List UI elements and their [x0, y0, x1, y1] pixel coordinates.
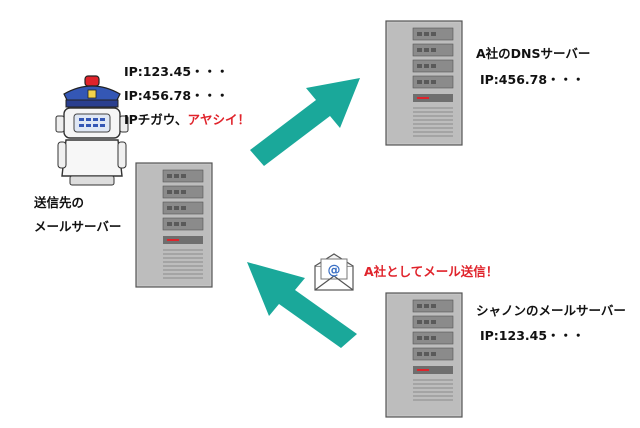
dest-server-icon [135, 162, 213, 288]
robot-ip-line-3: IPチガウ、アヤシイ！ [124, 112, 250, 127]
dest-server-label-line-1: 送信先の [34, 195, 85, 210]
arrow-to-dns-icon [248, 72, 363, 168]
dest-server-label-line-2: メールサーバー [34, 219, 122, 234]
shannon-server-name: シャノンのメールサーバー [476, 303, 626, 318]
email-envelope-icon: @ [313, 252, 355, 292]
robot-ip-mismatch: IPチガウ、 [124, 112, 188, 127]
robot-guard-icon [52, 72, 132, 190]
dns-server-name: A社のDNSサーバー [476, 46, 591, 61]
dns-server-icon [385, 20, 463, 146]
robot-alert: アヤシイ！ [187, 112, 250, 127]
robot-ip-line-1: IP:123.45・・・ [124, 64, 229, 79]
email-caption: A社としてメール送信！ [364, 264, 499, 279]
shannon-server-icon [385, 292, 463, 418]
email-at-sign: @ [328, 263, 341, 278]
robot-ip-line-2: IP:456.78・・・ [124, 88, 229, 103]
arrow-to-dest-server-icon [243, 258, 361, 350]
dns-server-ip: IP:456.78・・・ [480, 72, 585, 87]
shannon-server-ip: IP:123.45・・・ [480, 328, 585, 343]
